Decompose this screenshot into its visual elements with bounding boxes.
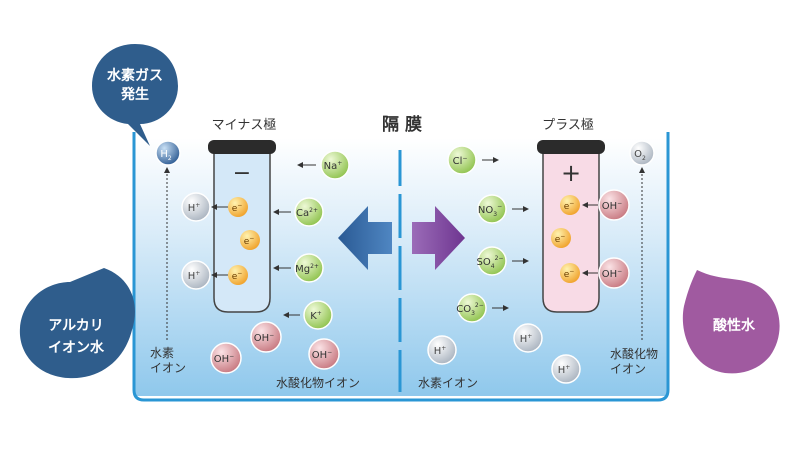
electron-plus-3 <box>560 263 580 283</box>
electron-label-1: e− <box>232 202 243 214</box>
oh-label-left-3: OH− <box>312 349 332 361</box>
membrane-label: 隔 膜 <box>382 114 422 135</box>
electron-plus-1 <box>560 195 580 215</box>
hydroxide-ion-label-line-1: 水酸化物 <box>610 346 658 361</box>
oh-label-right-2: OH− <box>602 268 622 280</box>
hydrogen-gas-line-2: 発生 <box>120 86 149 103</box>
electron-plus-label-3: e− <box>564 268 575 280</box>
alkaline-water-bubble: アルカリ イオン水 <box>19 268 135 379</box>
electron-label-2: e− <box>244 235 255 247</box>
oh-ion-left-2 <box>210 342 242 374</box>
ca-label: Ca2+ <box>296 207 318 219</box>
electron-minus-1 <box>228 197 248 217</box>
mg-label: Mg2+ <box>295 263 319 275</box>
plus-electrode: + <box>537 140 605 313</box>
electron-minus-3 <box>228 265 248 285</box>
h-plus-ion-2 <box>181 260 211 290</box>
o2-molecule <box>629 140 655 166</box>
oh-label-left-1: OH− <box>254 332 274 344</box>
plus-electrode-label: プラス極 <box>542 117 594 133</box>
no3-label: NO3− <box>478 203 502 218</box>
h2-label: H2 <box>160 149 172 162</box>
hydrogen-gas-line-1: 水素ガス <box>107 67 163 84</box>
h-plus-label-2: H+ <box>188 270 201 282</box>
ca-ion <box>294 197 324 227</box>
no3-ion <box>477 194 507 224</box>
h-plus-label-right-3: H+ <box>558 364 571 376</box>
k-ion <box>303 300 333 330</box>
hydrogen-ion-bottom-label: 水素イオン <box>418 376 478 390</box>
so4-ion <box>477 246 507 276</box>
plus-sign: + <box>561 159 581 187</box>
o2-label: O2 <box>634 149 646 162</box>
acidic-water-bubble: 酸性水 <box>682 270 780 374</box>
electron-minus-2 <box>240 230 260 250</box>
cl-ion <box>447 145 477 175</box>
tank-outline <box>132 132 670 402</box>
h-plus-ion-right-2 <box>513 323 543 353</box>
h-plus-ion-right-1 <box>427 335 457 365</box>
h2-molecule <box>155 140 181 166</box>
right-flow-arrow <box>412 206 465 270</box>
minus-electrode: − <box>208 140 276 313</box>
left-flow-arrow <box>338 206 392 270</box>
electron-plus-label-1: e− <box>564 200 575 212</box>
h-plus-label-right-2: H+ <box>520 333 533 345</box>
minus-sign: − <box>233 161 251 186</box>
oh-ion-right-1 <box>598 189 630 221</box>
mg-ion <box>294 253 324 283</box>
oh-label-left-2: OH− <box>214 353 234 365</box>
acidic-water-label: 酸性水 <box>713 317 756 334</box>
h-plus-label-right-1: H+ <box>434 345 447 357</box>
k-label: K+ <box>310 310 322 322</box>
oh-ion-right-2 <box>598 257 630 289</box>
h-plus-ion-right-3 <box>551 354 581 384</box>
electron-plus-label-2: e− <box>555 233 566 245</box>
alkaline-line-2: イオン水 <box>48 339 105 356</box>
electron-plus-2 <box>551 228 571 248</box>
co3-ion <box>457 293 487 323</box>
h-plus-ion-1 <box>181 192 211 222</box>
co3-label: CO32− <box>456 302 484 317</box>
cl-label: Cl− <box>453 155 468 167</box>
hydrogen-ion-label-line-2: イオン <box>150 361 186 375</box>
electron-label-3: e− <box>232 270 243 282</box>
h-plus-label-1: H+ <box>188 202 201 214</box>
hydroxide-ion-bottom-label: 水酸化物イオン <box>276 375 360 390</box>
minus-electrode-label: マイナス極 <box>212 117 277 133</box>
hydrogen-gas-bubble: 水素ガス 発生 <box>92 44 178 146</box>
so4-label: SO42− <box>477 255 504 270</box>
hydroxide-ion-label-line-2: イオン <box>610 362 646 376</box>
oh-ion-left-1 <box>250 321 282 353</box>
na-label: Na+ <box>324 160 343 172</box>
na-ion <box>320 150 350 180</box>
oh-label-right-1: OH− <box>602 200 622 212</box>
alkaline-line-1: アルカリ <box>48 318 103 334</box>
oh-ion-left-3 <box>308 338 340 370</box>
hydrogen-ion-label-line-1: 水素 <box>150 346 174 360</box>
